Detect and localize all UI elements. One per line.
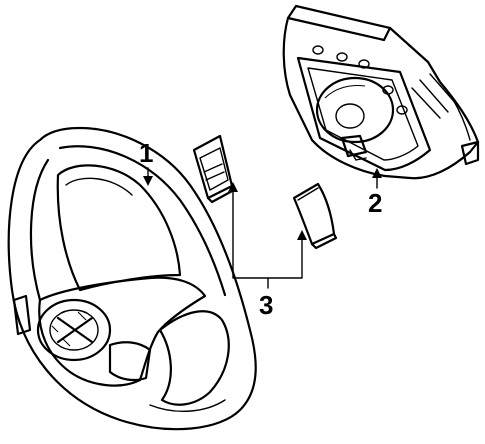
callout-2: 2 <box>368 188 382 218</box>
arrowhead-3a <box>228 182 238 192</box>
leader-lines <box>143 167 382 289</box>
steering-wheel <box>7 126 257 431</box>
horn-switch-upper <box>192 134 236 204</box>
callout-3: 3 <box>259 290 273 320</box>
arrowhead-2 <box>372 168 382 178</box>
air-bag-module <box>282 4 480 180</box>
horn-switch-lower <box>292 182 338 250</box>
callout-1: 1 <box>139 138 153 168</box>
arrowhead-3b <box>297 230 307 240</box>
arrowhead-1 <box>143 176 153 186</box>
